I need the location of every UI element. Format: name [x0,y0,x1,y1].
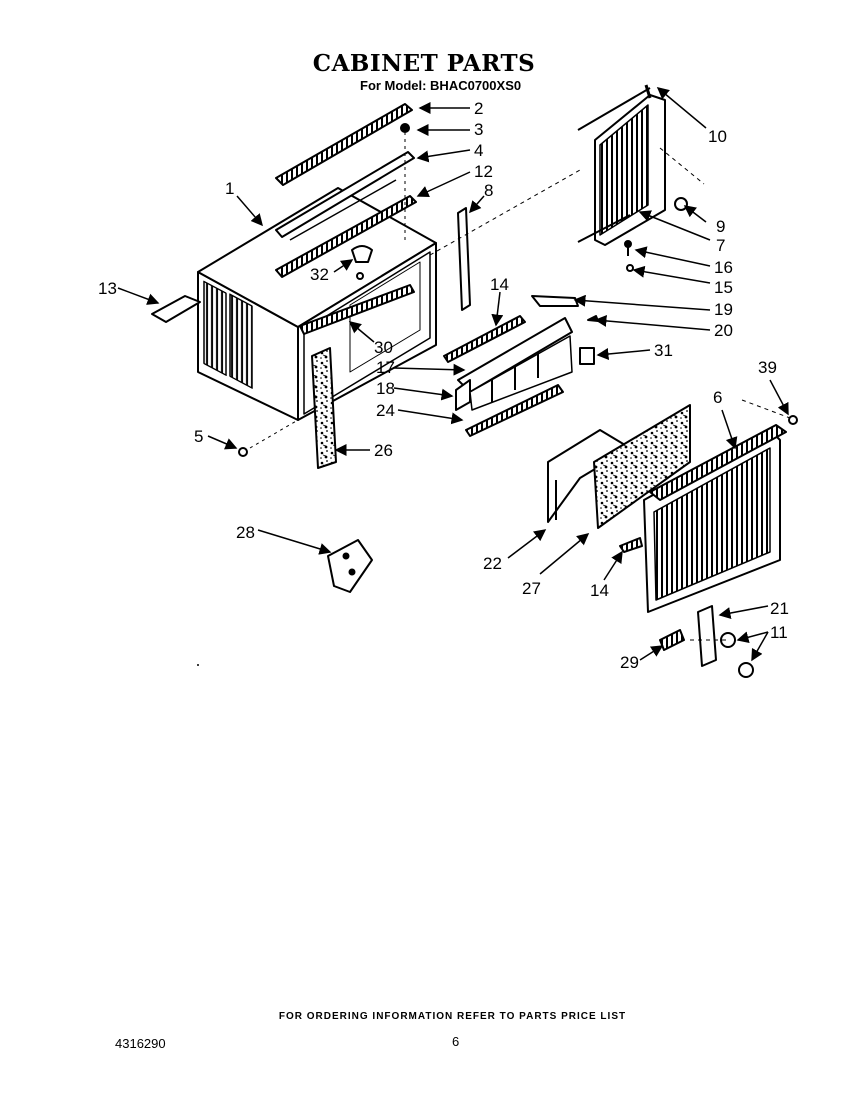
part-9 [674,197,688,211]
callout-part-31: 31 [654,341,673,360]
knob-11 [720,632,754,678]
callout-part-11: 11 [770,623,788,642]
front-grille-6 [643,424,787,613]
callout-part-10: 10 [708,127,727,146]
callout-part-4: 4 [474,141,484,160]
callout-part-12: 12 [474,162,493,181]
top-rail-12 [275,195,417,278]
screw-3 [400,123,410,240]
callout-part-1: 1 [225,179,235,198]
rail-14-upper [443,315,526,363]
rail-24 [465,384,564,437]
filter-media-27 [593,404,691,529]
callout-part-16: 16 [714,258,733,277]
callout-part-24: 24 [376,401,395,420]
bracket-8 [457,207,471,311]
top-rail-2 [275,103,413,186]
bracket-assembly-17-18 [455,317,573,411]
page-title: CABINET PARTS [312,50,536,77]
callout-part-21: 21 [770,599,789,618]
gasket-26 [311,347,337,469]
control-bracket-21 [697,605,717,667]
page-number: 6 [452,1034,460,1049]
callout-part-18: 18 [376,379,395,398]
mounting-bracket-28 [327,539,373,593]
callout-part-15: 15 [714,278,733,297]
callout-part-22: 22 [483,554,502,573]
washer-15 [626,264,634,272]
document-number: 4316290 [115,1036,166,1051]
model-subtitle: For Model: BHAC0700XS0 [360,78,522,93]
clip-31 [579,347,595,365]
condenser-frame-7 [577,84,666,246]
callout-part-5: 5 [194,427,204,446]
callout-part-6: 6 [713,388,723,407]
callout-part-30: 30 [374,338,393,357]
ordering-note: FOR ORDERING INFORMATION REFER TO PARTS … [278,1011,627,1022]
callout-part-8: 8 [484,181,494,200]
clip-19 [531,295,579,307]
top-rail-4 [275,151,415,238]
callout-part-19: 19 [714,300,733,319]
callout-part-9: 9 [716,217,726,236]
callout-part-28: 28 [236,523,255,542]
callout-part-14-upper: 14 [490,275,509,294]
cabinet-shell [197,179,437,421]
screw-16 [624,240,632,256]
callout-part-26: 26 [374,441,393,460]
callout-part-32: 32 [310,265,329,284]
callout-part-17: 17 [376,358,395,377]
callout-part-20: 20 [714,321,733,340]
screw-5 [238,419,299,457]
callout-part-29: 29 [620,653,639,672]
callout-part-27: 27 [522,579,541,598]
callout-part-39: 39 [758,358,777,377]
rail-30 [299,284,415,335]
callout-part-3: 3 [474,120,484,139]
callout-part-7: 7 [716,236,726,255]
strip-14-lower [619,537,643,553]
callout-part-13: 13 [98,279,117,298]
screw-39 [788,415,798,425]
slide-bar-13 [151,295,201,323]
callout-part-14-lower: 14 [590,581,609,600]
callout-part-2: 2 [474,99,484,118]
bushing-29 [659,629,685,651]
knob-32 [351,245,373,280]
